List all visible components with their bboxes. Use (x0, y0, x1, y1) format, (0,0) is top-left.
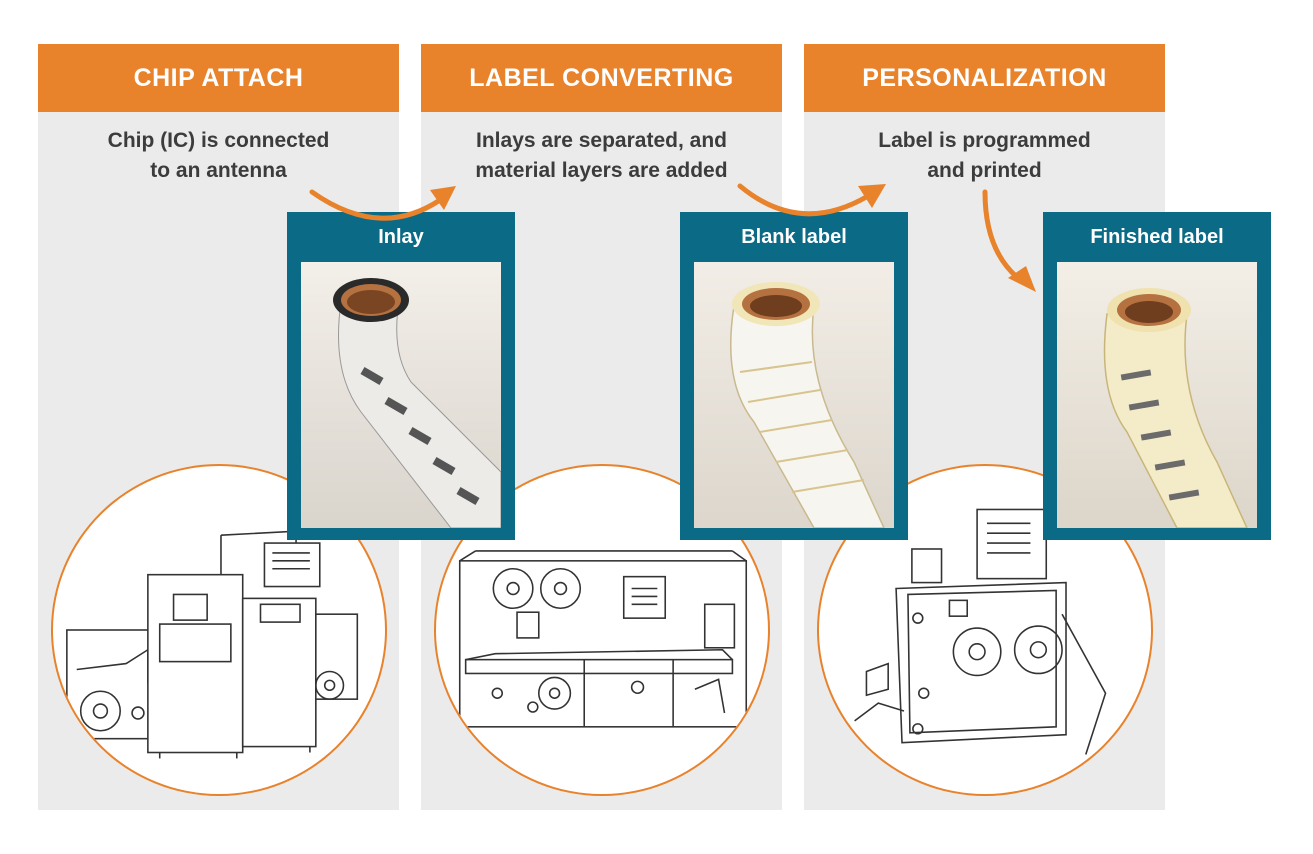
inlay-roll-photo (301, 262, 501, 528)
product-card-inlay: Inlay (287, 212, 515, 540)
stage-title: CHIP ATTACH (38, 44, 399, 112)
stage-description: Chip (IC) is connected to an antenna (38, 126, 399, 186)
product-label: Finished label (1090, 226, 1224, 248)
product-card-finished-label: Finished label (1043, 212, 1271, 540)
desc-line: to an antenna (150, 159, 287, 182)
blank-label-roll-photo (694, 262, 894, 528)
desc-line: material layers are added (475, 159, 728, 182)
desc-line: Chip (IC) is connected (107, 129, 330, 152)
stage-title: LABEL CONVERTING (421, 44, 782, 112)
product-card-blank-label: Blank label (680, 212, 908, 540)
stage-description: Inlays are separated, and material layer… (421, 126, 782, 186)
desc-line: Label is programmed (878, 129, 1091, 152)
stage-title: PERSONALIZATION (804, 44, 1165, 112)
finished-label-roll-photo (1057, 262, 1257, 528)
stage-description: Label is programmed and printed (804, 126, 1165, 186)
product-label: Blank label (741, 226, 847, 248)
product-label: Inlay (378, 226, 424, 248)
desc-line: and printed (927, 159, 1042, 182)
desc-line: Inlays are separated, and (476, 129, 727, 152)
